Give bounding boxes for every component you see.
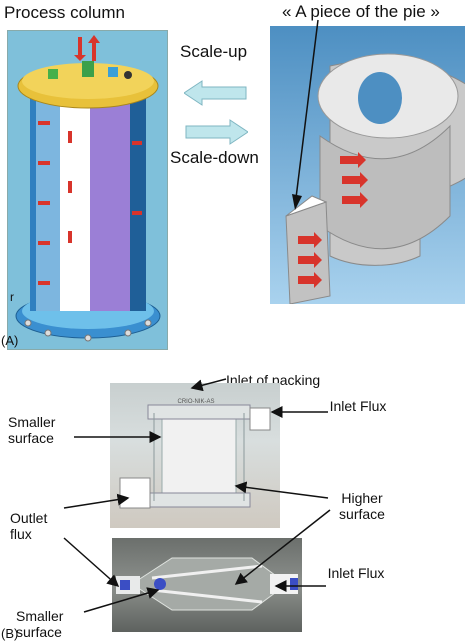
process-column-illustration bbox=[8, 31, 167, 349]
scale-down-arrow-icon bbox=[184, 118, 248, 146]
process-column-panel bbox=[7, 30, 168, 350]
process-column-title: Process column bbox=[4, 5, 125, 21]
scale-up-label: Scale-up bbox=[180, 44, 247, 60]
arrow-outlet-flux bbox=[64, 498, 128, 508]
panel-b-pointer-arrows bbox=[0, 360, 474, 641]
pie-pointer-arrow-icon bbox=[284, 18, 324, 218]
arrow-smaller-surface-bottom bbox=[84, 590, 158, 612]
arrow-inlet-packing bbox=[192, 379, 226, 388]
panel-a-letter: (A) bbox=[1, 333, 18, 349]
scale-down-label: Scale-down bbox=[170, 150, 259, 166]
side-letter-r: r bbox=[10, 289, 14, 305]
scale-up-arrow-icon bbox=[184, 79, 248, 107]
arrow-outlet-flux-bottom bbox=[64, 538, 118, 586]
arrow-higher-surface-top bbox=[236, 486, 328, 498]
arrow-higher-surface-bottom bbox=[236, 510, 330, 584]
